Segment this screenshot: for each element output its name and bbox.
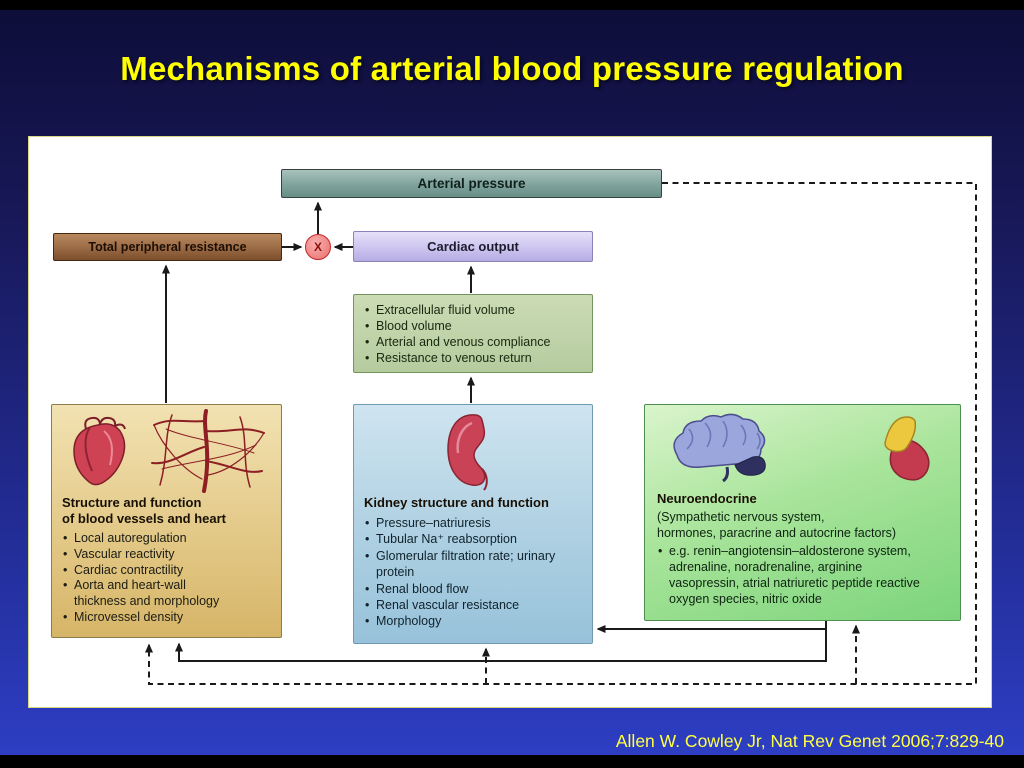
- title-line: of blood vessels and heart: [62, 511, 226, 527]
- subtitle-line: (Sympathetic nervous system,: [657, 510, 825, 524]
- volume-factors-box: Extracellular fluid volume Blood volume …: [353, 294, 593, 373]
- tpr-label: Total peripheral resistance: [88, 240, 247, 254]
- list-item: Tubular Na⁺ reabsorption: [364, 531, 569, 548]
- brain-illustration: [673, 413, 766, 483]
- page-title: Mechanisms of arterial blood pressure re…: [120, 50, 904, 87]
- list-item: Microvessel density: [62, 610, 222, 626]
- list-item: Pressure–natriuresis: [364, 515, 569, 532]
- list-item: Renal vascular resistance: [364, 597, 569, 614]
- list-item: Vascular reactivity: [62, 547, 222, 563]
- kidney-box: Kidney structure and function Pressure–n…: [353, 404, 593, 644]
- subtitle-line: hormones, paracrine and autocrine factor…: [657, 526, 897, 540]
- vessels-heart-title: Structure and function of blood vessels …: [62, 495, 226, 528]
- neuroendocrine-subtitle: (Sympathetic nervous system, hormones, p…: [657, 509, 896, 541]
- neuroendocrine-list: e.g. renin–angiotensin–aldosterone syste…: [657, 543, 933, 607]
- heart-illustration: [73, 416, 126, 486]
- list-item: Arterial and venous compliance: [364, 334, 582, 350]
- cardiac-output-label: Cardiac output: [427, 239, 519, 254]
- bottom-black-bar: [0, 755, 1024, 768]
- list-item: Blood volume: [364, 318, 582, 334]
- figure-panel: Arterial pressure Total peripheral resis…: [28, 136, 992, 708]
- kidney-illustration: [447, 414, 488, 491]
- total-peripheral-resistance-box: Total peripheral resistance: [53, 233, 282, 261]
- list-item: Local autoregulation: [62, 531, 222, 547]
- list-item: Glomerular filtration rate; urinary prot…: [364, 548, 569, 581]
- cardiac-output-box: Cardiac output: [353, 231, 593, 262]
- list-item: Cardiac contractility: [62, 563, 222, 579]
- top-black-bar: [0, 0, 1024, 10]
- kidney-list: Pressure–natriuresis Tubular Na⁺ reabsor…: [364, 515, 569, 630]
- arterial-pressure-label: Arterial pressure: [417, 176, 526, 191]
- arrow-neuro-to-kidney: [596, 621, 827, 633]
- vessels-heart-list: Local autoregulation Vascular reactivity…: [62, 531, 222, 626]
- list-item: Aorta and heart-wall thickness and morph…: [62, 578, 222, 610]
- list-item: Morphology: [364, 613, 569, 630]
- volume-factors-list: Extracellular fluid volume Blood volume …: [364, 302, 582, 366]
- list-item: Renal blood flow: [364, 581, 569, 598]
- list-item: Extracellular fluid volume: [364, 302, 582, 318]
- neuroendocrine-title: Neuroendocrine: [657, 491, 757, 506]
- arterial-pressure-box: Arterial pressure: [281, 169, 662, 198]
- kidney-title: Kidney structure and function: [364, 495, 549, 510]
- vessels-heart-box: Structure and function of blood vessels …: [51, 404, 282, 638]
- citation: Allen W. Cowley Jr, Nat Rev Genet 2006;7…: [615, 731, 1004, 751]
- vessel-network-illustration: [151, 409, 265, 493]
- multiply-label: X: [313, 240, 322, 254]
- adrenal-gland-illustration: [884, 416, 930, 481]
- neuroendocrine-box: Neuroendocrine (Sympathetic nervous syst…: [644, 404, 961, 621]
- list-item: e.g. renin–angiotensin–aldosterone syste…: [657, 543, 933, 607]
- multiply-node: X: [305, 234, 331, 260]
- list-item: Resistance to venous return: [364, 350, 582, 366]
- title-line: Structure and function: [62, 495, 202, 510]
